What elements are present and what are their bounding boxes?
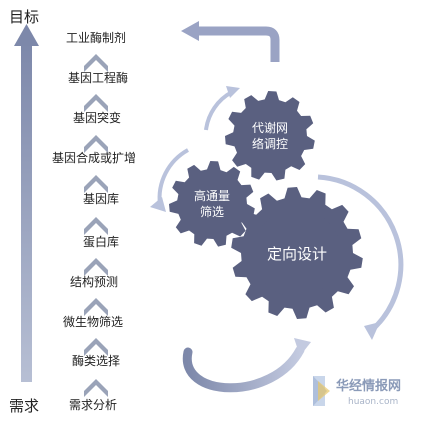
rotation-arcs xyxy=(150,86,404,340)
chevron-up-icon xyxy=(84,258,108,276)
gear-large: 定向设计 xyxy=(231,187,363,319)
watermark-name: 华经情报网 xyxy=(336,378,401,394)
chevron-up-icon xyxy=(84,94,108,112)
step-label-gene-mutation: 基因突变 xyxy=(73,110,121,125)
axis-bottom-label: 需求 xyxy=(9,397,39,415)
step-label-gene-synthesis: 基因合成或扩增 xyxy=(52,150,136,165)
watermark-logo-icon xyxy=(313,376,330,406)
gear-small-top: 代谢网 络调控 xyxy=(225,91,315,181)
step-chevrons xyxy=(84,54,108,397)
step-labels: 需求分析 酶类选择 微生物筛选 结构预测 蛋白库 基因库 基因合成或扩增 基因突… xyxy=(52,30,136,412)
chevron-up-icon xyxy=(84,135,108,153)
step-label-industrial-enzyme: 工业酶制剂 xyxy=(66,30,126,45)
gear-top-label-line2: 络调控 xyxy=(252,136,288,151)
chevron-up-icon xyxy=(84,54,108,72)
watermark-url: huaon.com xyxy=(348,397,398,407)
step-label-structure-prediction: 结构预测 xyxy=(70,274,118,289)
chevron-up-icon xyxy=(84,175,108,193)
chevron-up-icon xyxy=(84,379,108,397)
arc-around-left-gear xyxy=(157,148,190,206)
step-label-enzyme-selection: 酶类选择 xyxy=(72,353,120,368)
chevron-up-icon xyxy=(84,298,108,316)
vertical-axis-arrow xyxy=(14,24,39,382)
step-label-engineered-enzyme: 基因工程酶 xyxy=(68,70,128,85)
step-label-protein-library: 蛋白库 xyxy=(83,234,119,249)
gear-small-left: 高通量 筛选 xyxy=(169,161,255,247)
arc-around-large-gear xyxy=(317,174,404,332)
chevron-up-icon xyxy=(84,338,108,356)
gear-left-label-line1: 高通量 xyxy=(194,188,230,203)
step-label-demand-analysis: 需求分析 xyxy=(69,398,117,412)
watermark: 华经情报网 huaon.com xyxy=(313,376,401,407)
gear-large-label: 定向设计 xyxy=(267,245,327,263)
gear-left-label-line2: 筛选 xyxy=(200,204,224,219)
arc-around-top-gear xyxy=(204,90,233,131)
chevron-up-icon xyxy=(84,217,108,235)
step-label-microbe-screening: 微生物筛选 xyxy=(63,314,123,329)
step-label-gene-library: 基因库 xyxy=(83,191,119,206)
bottom-swoosh-arrow xyxy=(182,338,311,393)
axis-top-label: 目标 xyxy=(9,8,39,26)
gear-top-label-line1: 代谢网 xyxy=(252,120,288,135)
return-arrow-top xyxy=(181,21,280,62)
